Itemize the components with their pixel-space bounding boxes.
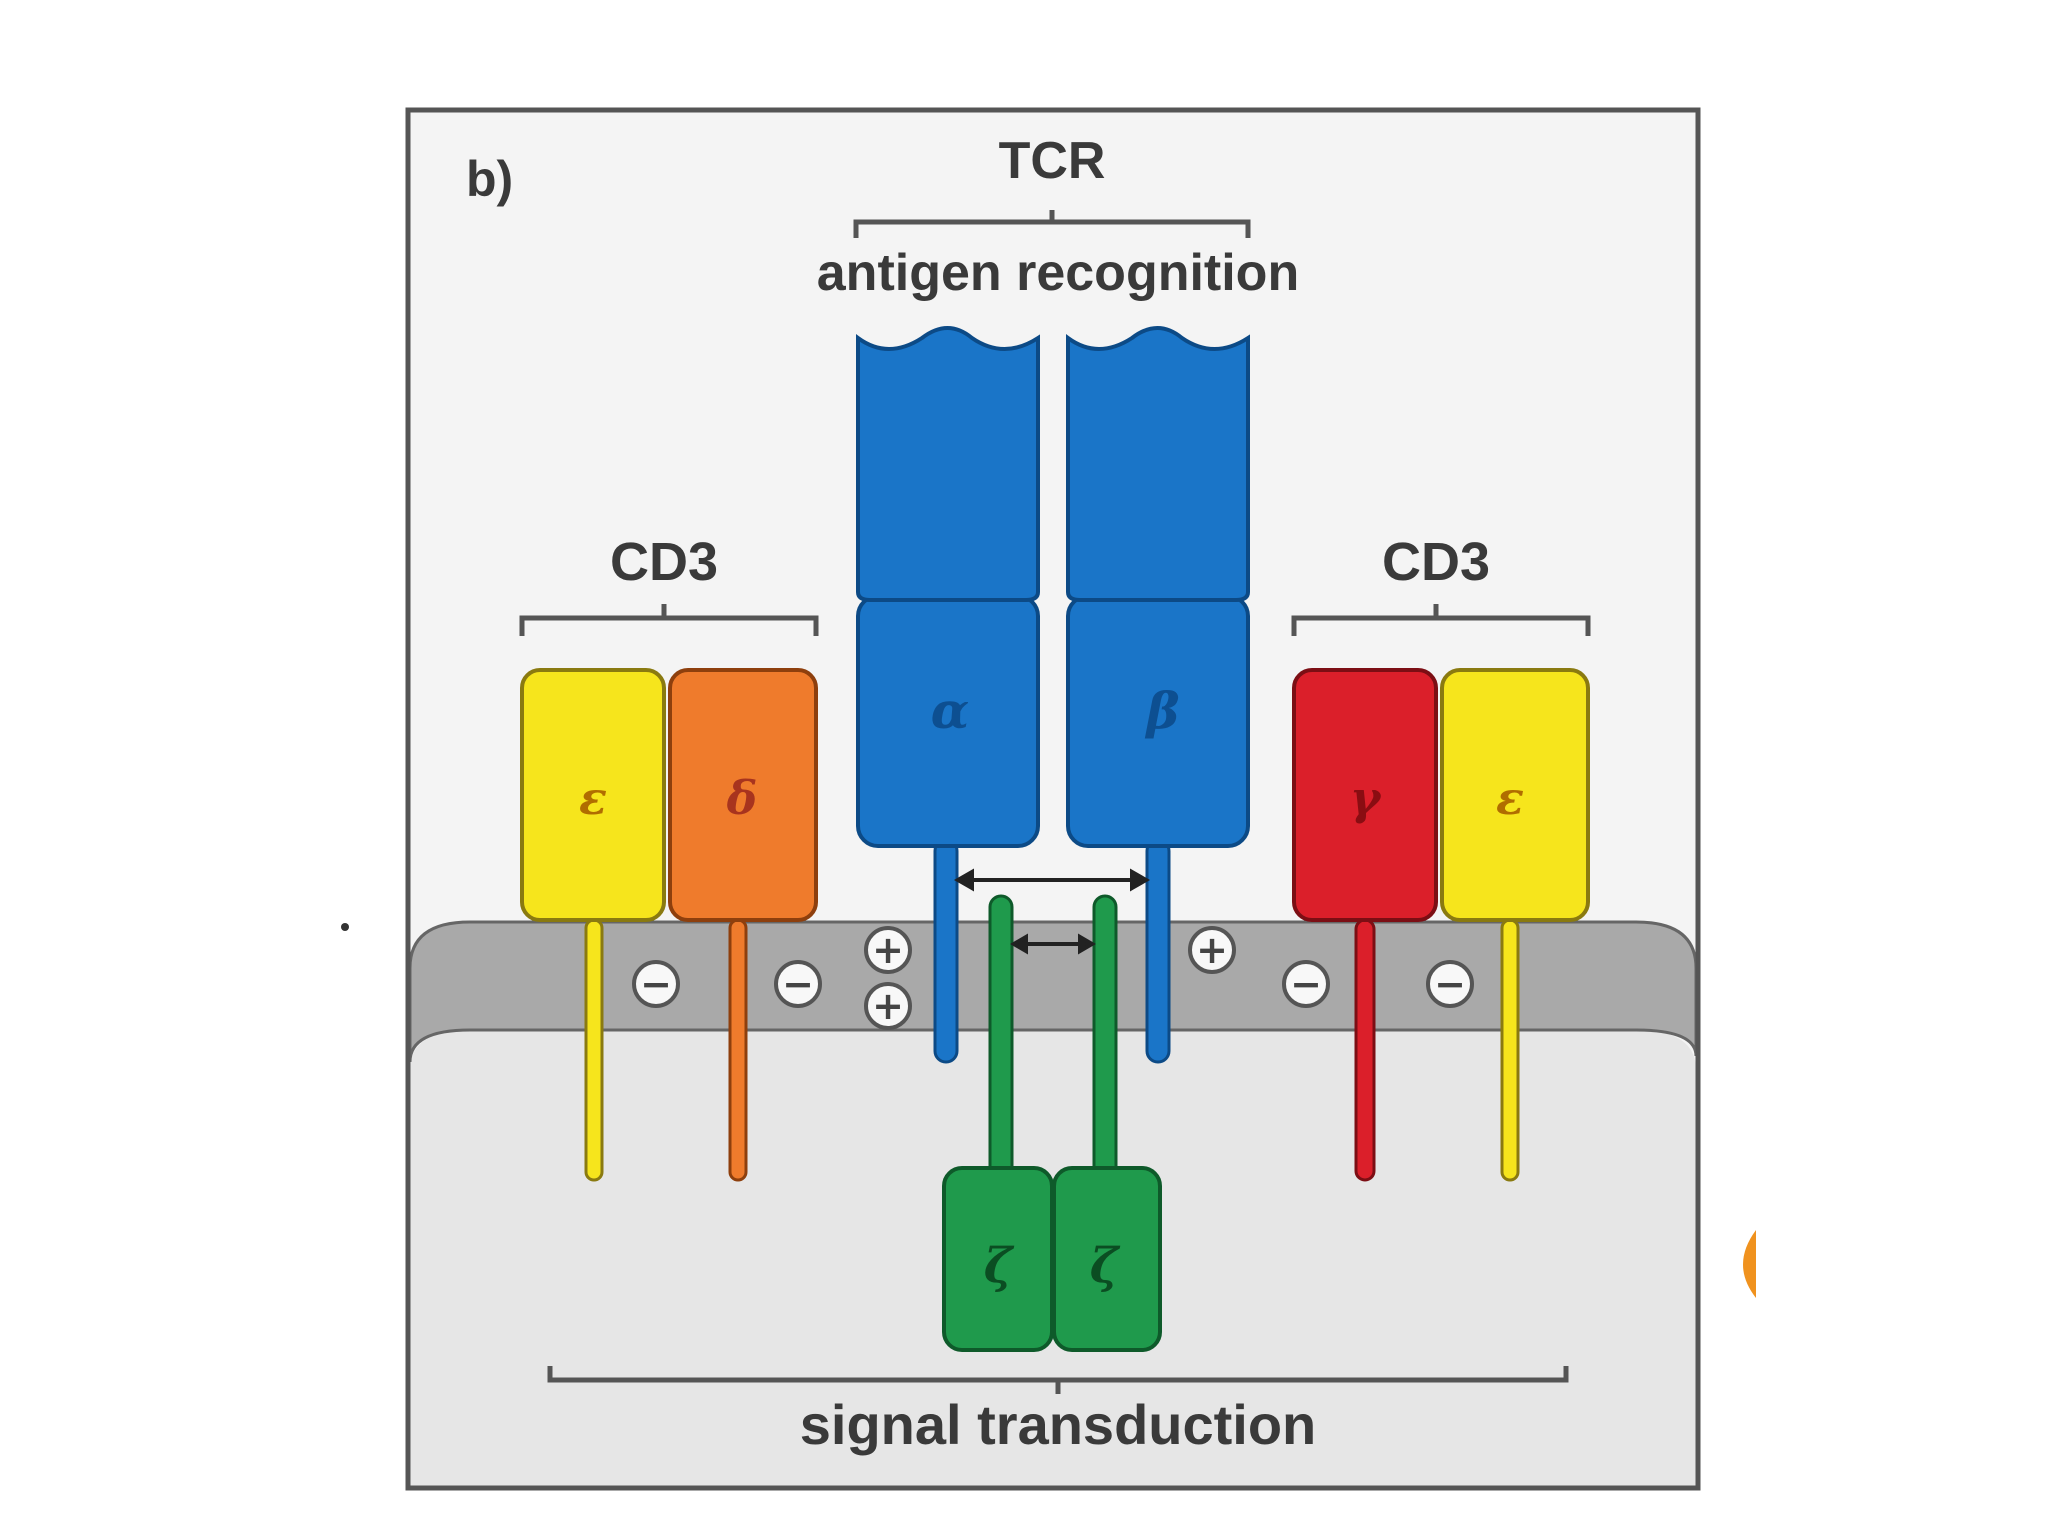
cd3-right-bracket (1291, 604, 1591, 636)
svg-text:+: + (1196, 928, 1228, 972)
negative-charge-epsilon-left: − (632, 960, 680, 1008)
svg-text:−: − (1290, 962, 1322, 1006)
tcr-alpha-variable-domain (856, 326, 1040, 602)
tcr-alpha-chain: α (856, 326, 1040, 1064)
zeta-disulfide-bond (1010, 933, 1096, 955)
tcr-title: TCR (999, 132, 1106, 190)
cd3-gamma-chain: γ (1292, 668, 1438, 1182)
positive-charge-alpha-upper: + (864, 926, 912, 974)
delta-symbol: δ (726, 771, 758, 825)
negative-charge-epsilon-right: − (1426, 960, 1474, 1008)
negative-charge-gamma: − (1282, 960, 1330, 1008)
cd3-delta-chain: δ (668, 668, 818, 1182)
positive-charge-alpha-lower: + (864, 982, 912, 1030)
alpha-symbol: α (931, 681, 969, 740)
alpha-beta-disulfide-bond (953, 868, 1151, 892)
signal-transduction-label: signal transduction (800, 1393, 1317, 1456)
cd3-left-title: CD3 (610, 532, 718, 592)
svg-text:+: + (872, 928, 904, 972)
panel-label: b) (466, 151, 513, 207)
signal-transduction-bracket (547, 1366, 1569, 1394)
cd3-right-title: CD3 (1382, 532, 1490, 592)
positive-charge-beta: + (1188, 926, 1236, 974)
svg-text:−: − (640, 962, 672, 1006)
tcr-function-label: antigen recognition (817, 244, 1299, 302)
cd3-left-bracket (519, 604, 819, 636)
tcr-bracket (853, 210, 1251, 238)
gamma-symbol: γ (1350, 771, 1383, 825)
cd3-epsilon-right-chain: ε (1440, 668, 1590, 1182)
negative-charge-delta: − (774, 960, 822, 1008)
stray-dot-mark (341, 923, 349, 931)
tcr-beta-variable-domain (1066, 326, 1250, 602)
epsilon-right-symbol: ε (1496, 771, 1524, 825)
beta-symbol: β (1144, 681, 1179, 740)
zeta-left-symbol: ζ (984, 1238, 1015, 1294)
zeta-right-chain: ζ (1052, 894, 1162, 1352)
epsilon-left-symbol: ε (579, 771, 607, 825)
tcr-beta-chain: β (1066, 326, 1250, 1064)
svg-text:−: − (782, 962, 814, 1006)
svg-text:+: + (872, 984, 904, 1028)
zeta-right-symbol: ζ (1090, 1238, 1121, 1294)
svg-text:−: − (1434, 962, 1466, 1006)
orange-edge-shape (1743, 1230, 1756, 1298)
cd3-epsilon-left-chain: ε (520, 668, 666, 1182)
